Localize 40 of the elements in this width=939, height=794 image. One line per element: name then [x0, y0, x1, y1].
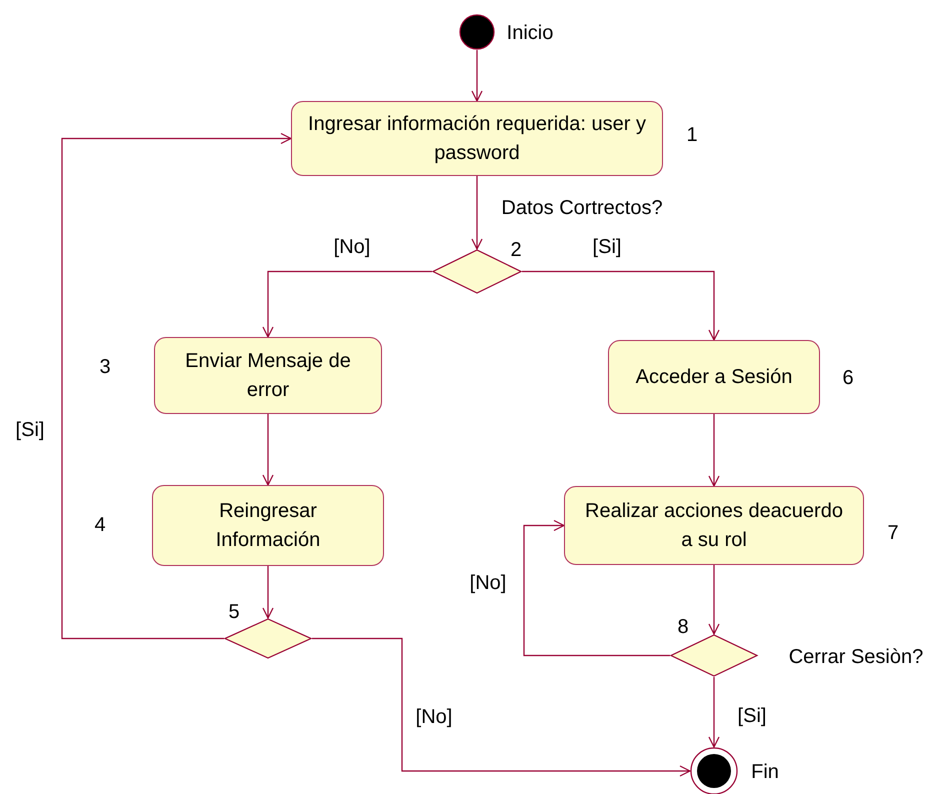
arrow — [471, 50, 483, 102]
step-number: 7 — [887, 523, 899, 543]
arrow — [312, 638, 691, 777]
edge-label: [Si] — [736, 705, 768, 727]
arrow — [262, 270, 432, 338]
end-node — [690, 747, 738, 794]
arrow — [523, 520, 670, 656]
activity-box — [608, 340, 820, 414]
node-caption: Fin — [751, 762, 779, 782]
step-number: 8 — [677, 617, 689, 637]
arrow — [61, 132, 292, 640]
activity-label: Realizar acciones deacuerdo a su rol — [584, 498, 844, 552]
activity-box — [291, 101, 663, 176]
activity-box — [152, 485, 384, 566]
step-number: 3 — [99, 357, 111, 377]
node-caption: Inicio — [506, 23, 554, 43]
start-node — [459, 14, 495, 50]
activity-box — [564, 486, 864, 565]
edge-label: [Si] — [14, 419, 46, 441]
activity-label: Reingresar Información — [214, 498, 322, 552]
step-number: 5 — [228, 602, 240, 622]
arrow — [708, 565, 720, 635]
activity-label: Acceder a Sesión — [634, 364, 794, 390]
decision-diamond — [224, 618, 312, 659]
step-number: 1 — [686, 125, 698, 145]
arrow — [262, 414, 274, 486]
edge-label: [Si] — [590, 236, 624, 258]
arrow — [471, 176, 483, 250]
arrow — [522, 270, 720, 341]
step-number: 2 — [510, 240, 522, 260]
step-number: 4 — [94, 515, 106, 535]
activity-label: Enviar Mensaje de error — [184, 348, 352, 402]
activity-box — [154, 337, 382, 414]
node-caption: Cerrar Sesiòn? — [788, 647, 924, 667]
arrow — [708, 414, 720, 487]
step-number: 6 — [842, 368, 854, 388]
arrow — [708, 677, 720, 748]
arrow — [262, 566, 274, 619]
decision-diamond — [670, 634, 758, 677]
activity-label: Ingresar información requerida: user y password — [307, 112, 647, 166]
